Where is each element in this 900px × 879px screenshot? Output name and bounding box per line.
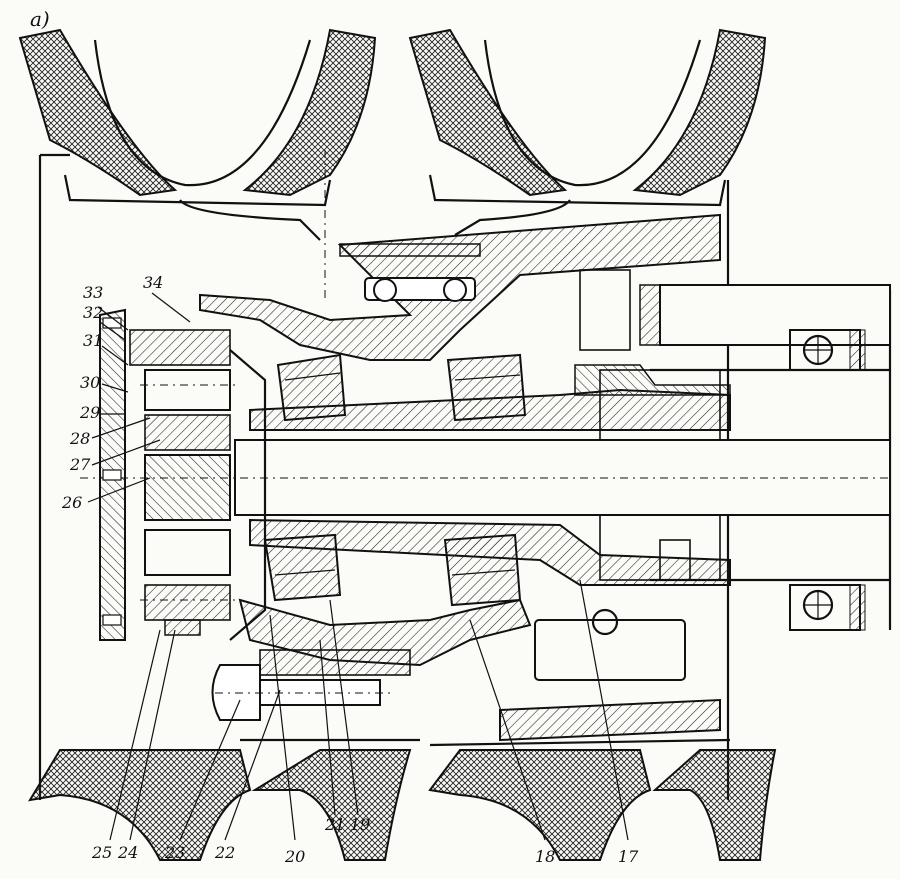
axle-housing	[579, 269, 891, 631]
axle-shaft	[80, 369, 891, 581]
planetary-reduction-housing	[99, 308, 267, 641]
callout-labels: 33 32 34 31 30 29 28 27 26 25 24 23 22 2…	[61, 273, 639, 866]
wheel-bolt-lower	[211, 649, 411, 721]
callout-30: 30	[80, 373, 100, 392]
callout-24: 24	[117, 843, 138, 862]
callout-31: 31	[83, 331, 103, 350]
upper-left-tire	[18, 28, 377, 207]
valve-stem-left	[179, 199, 321, 241]
callout-32: 32	[83, 303, 103, 322]
callout-34: 34	[143, 273, 163, 292]
figure-label: a)	[30, 7, 50, 31]
lower-right-tire	[428, 738, 777, 861]
callout-20: 20	[284, 847, 305, 866]
valve-stem-right	[454, 199, 571, 236]
callout-19: 19	[350, 815, 370, 834]
callout-29: 29	[79, 403, 100, 422]
bearing-lower-right	[443, 533, 522, 607]
bearing-upper-right	[446, 353, 527, 422]
callout-leaders	[87, 292, 629, 841]
hub-bolt-upper	[364, 277, 476, 302]
lower-left-tire	[28, 738, 420, 861]
callout-18: 18	[535, 847, 555, 866]
callout-26: 26	[61, 493, 82, 512]
callout-17: 17	[618, 847, 639, 866]
callout-21: 21	[324, 815, 345, 834]
callout-28: 28	[69, 429, 90, 448]
callout-33: 33	[83, 283, 103, 302]
callout-23: 23	[164, 843, 185, 862]
callout-22: 22	[214, 843, 235, 862]
upper-right-tire	[408, 28, 767, 207]
bearing-upper-left	[276, 353, 347, 422]
callout-25: 25	[91, 843, 112, 862]
bearing-lower-left	[263, 533, 342, 602]
callout-27: 27	[69, 455, 91, 474]
